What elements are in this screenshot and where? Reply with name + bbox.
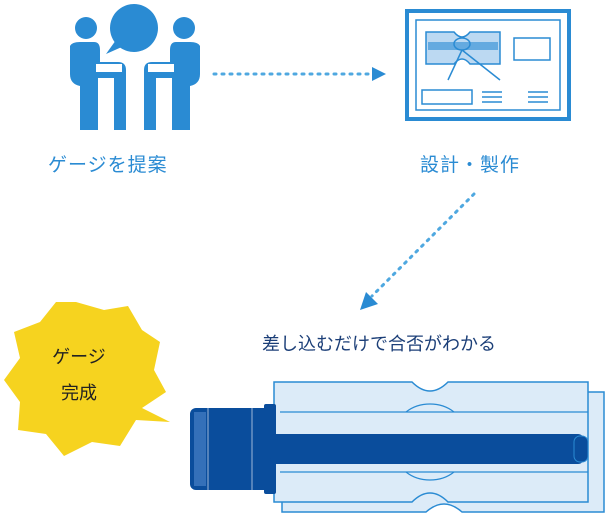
step-inspect-label: 差し込むだけで合否がわかる — [262, 334, 496, 355]
gauge-complete-bubble — [0, 296, 172, 466]
people-consulting-icon — [60, 2, 210, 134]
step-propose-label: ゲージを提案 — [48, 154, 168, 176]
bubble-line-1: ゲージ — [52, 347, 106, 368]
step-design-label: 設計・製作 — [420, 154, 521, 176]
dotted-arrow-diagonal — [352, 188, 482, 318]
blueprint-drawing-icon — [404, 8, 572, 122]
plug-gauge-illustration — [186, 378, 616, 518]
bubble-line-2: 完成 — [61, 383, 97, 404]
dotted-arrow-right — [212, 64, 392, 84]
